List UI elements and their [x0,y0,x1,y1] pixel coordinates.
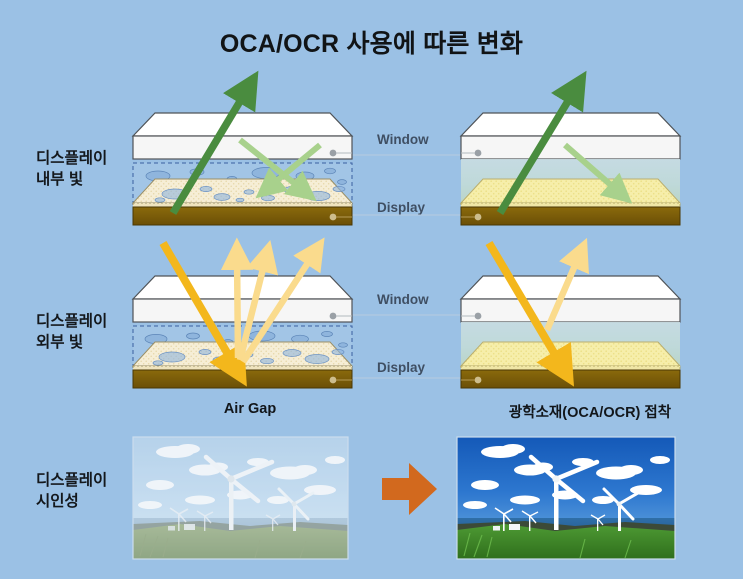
window-slab [131,275,354,323]
row-label-line1: 디스플레이 [36,313,108,330]
light-rays-outer-left [159,237,325,387]
wind-turbine-secondary [602,487,640,531]
stack-outer-light-air-gap [131,237,354,389]
wind-turbines-distant [494,507,606,531]
stack-inner-light-oca [459,70,682,226]
row-label-inner-light: 디스플레이 내부 빛 [36,148,146,191]
window-slab [131,112,354,160]
stack-inner-light-air-gap [131,70,354,226]
connector-lines-row1 [350,154,460,216]
window-label-row2: Window [377,292,429,307]
connector-lines-row2 [350,314,460,379]
row-label-line2: 내부 빛 [36,171,84,189]
wind-turbine-secondary [277,487,315,531]
wind-turbine-main [528,454,600,530]
display-panel [459,178,682,226]
display-label-row1: Display [377,200,426,215]
light-rays-outer-right [485,237,589,387]
wind-turbines-distant [169,507,281,531]
wind-turbine-main [203,454,275,530]
row-label-outer-light: 디스플레이 외부 빛 [36,311,146,354]
page-title: OCA/OCR 사용에 따른 변화 [219,30,524,58]
transition-arrow-right-icon [382,463,437,515]
display-label-row2: Display [377,360,426,375]
stack-outer-light-oca [459,237,682,389]
row-label-line2: 외부 빛 [36,334,84,352]
light-rays-inner-left [169,70,322,215]
photo-right-vivid [456,436,676,560]
caption-oca-bonded: 광학소재(OCA/OCR) 접착 [508,405,672,421]
row-label-line1: 디스플레이 [36,150,108,167]
row-label-line1: 디스플레이 [36,472,108,489]
display-panel [131,178,354,226]
window-label-row1: Window [377,132,429,147]
photo-left-washed-out [132,436,349,560]
caption-air-gap: Air Gap [223,401,277,417]
display-panel [459,341,682,389]
light-rays-inner-right [496,70,633,215]
row-label-visibility: 디스플레이 시인성 [36,470,146,513]
row-label-line2: 시인성 [36,493,79,511]
